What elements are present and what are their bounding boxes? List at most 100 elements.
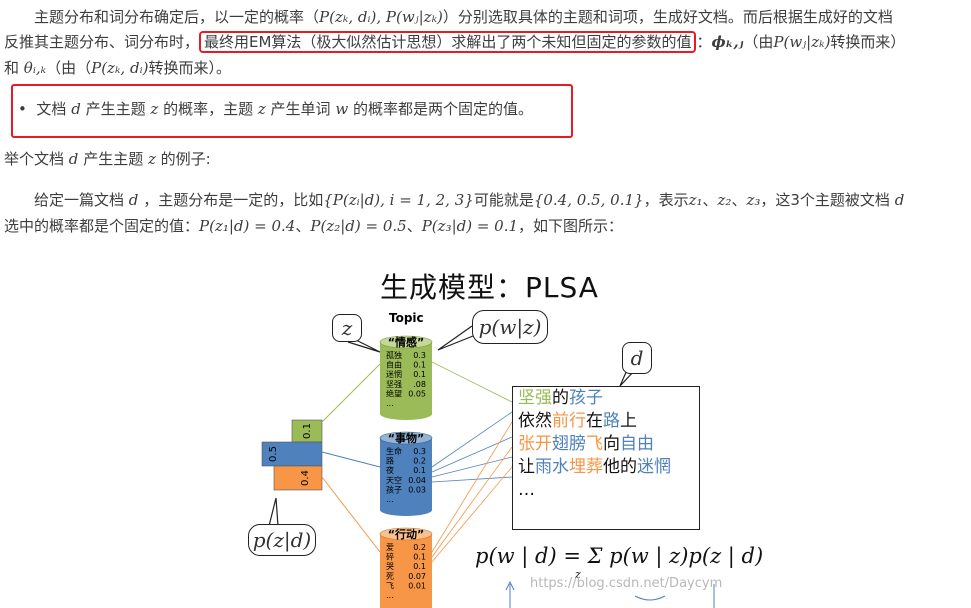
topic-word: 路 <box>386 456 394 466</box>
bar-label-3: 0.4 <box>300 470 311 486</box>
topic-cylinder-2 <box>379 431 433 516</box>
topic-word: 哭 <box>386 562 394 571</box>
topic-word-prob: 0.1 <box>413 466 426 475</box>
math: P(z₃|d) = 0.1 <box>421 217 519 235</box>
topic-word: 自由 <box>386 360 402 370</box>
topic-word: 碎 <box>386 552 394 562</box>
math: P(z₂|d) = 0.5 <box>310 217 407 235</box>
text: 的例子: <box>160 150 211 168</box>
document-word: 坚强 <box>518 388 552 408</box>
topic-word: 天空 <box>386 475 402 485</box>
formula-sum-subscript: z <box>575 568 581 581</box>
math: z <box>257 100 266 118</box>
callout-p-z-given-d: p(z|d) <box>248 524 316 556</box>
topic-word-prob: 0.1 <box>413 370 426 379</box>
text: ： <box>696 33 712 51</box>
math: z <box>147 150 156 168</box>
topic-word: ... <box>386 495 394 504</box>
math: z₂ <box>717 191 732 209</box>
callout-d: d <box>622 342 652 374</box>
text: 、 <box>731 191 747 209</box>
math: {0.4, 0.5, 0.1} <box>533 191 644 209</box>
document-word: 翅膀 <box>552 434 586 454</box>
document-word: 雨水 <box>535 457 569 477</box>
topic-word-prob: 0.03 <box>408 485 426 494</box>
callout-p-w-given-z: p(w|z) <box>472 310 548 344</box>
topic-word-prob: 0.05 <box>408 389 426 398</box>
highlighted-text: 最终用EM算法（极大似然估计思想）求解出了两个未知但固定的参数的值 <box>199 31 697 53</box>
topic-word-prob: 0.3 <box>413 447 426 456</box>
text: 的概率，主题 <box>163 100 254 118</box>
math: z₃ <box>746 191 761 209</box>
topic-word: 死 <box>386 572 394 581</box>
text: 主题分布和词分布确定后，以一定的概率（ <box>34 8 320 26</box>
document-box: 坚强的孩子依然前行在路上张开翅膀飞向自由让雨水埋葬他的迷惘… <box>512 386 700 530</box>
watermark: https://blog.csdn.net/Daycym <box>530 576 723 591</box>
topic-word: 夜 <box>386 465 394 475</box>
document-word: 上 <box>620 411 637 431</box>
document-word: 依然 <box>518 411 552 431</box>
paragraph-1-line-2: 反推其主题分布、词分布时，最终用EM算法（极大似然估计思想）求解出了两个未知但固… <box>4 27 905 57</box>
text: 文档 <box>36 100 67 118</box>
topic-word: 坚强 <box>386 380 402 389</box>
text: 转换而来） <box>830 33 906 51</box>
topic-word: 孤独 <box>386 350 402 360</box>
paragraph-1-line-1: 主题分布和词分布确定后，以一定的概率（P(zₖ, dᵢ), P(wⱼ|zₖ)）分… <box>34 2 893 32</box>
topic-word-prob: 0.1 <box>413 361 426 370</box>
topic-word: 飞 <box>386 581 394 590</box>
document-word: 张开 <box>518 434 552 454</box>
text: ，这3个主题被文档 <box>760 191 890 209</box>
paragraph-2-line-2: 选中的概率都是个固定的值：P(z₁|d) = 0.4、P(z₂|d) = 0.5… <box>4 211 623 241</box>
topic-header: Topic <box>389 311 424 325</box>
text: 举个文档 <box>4 150 65 168</box>
topic-word-prob: 0.04 <box>408 476 426 485</box>
document-line: … <box>513 479 699 502</box>
bullet-item: • 文档 d 产生主题 z 的概率，主题 z 产生单词 w 的概率都是两个固定的… <box>18 94 533 124</box>
text: 的概率都是两个固定的值。 <box>352 100 533 118</box>
topic-word: ... <box>386 399 394 408</box>
bullet-dot: • <box>18 100 37 118</box>
math: d <box>128 191 139 209</box>
math: P(z₁|d) = 0.4 <box>199 217 296 235</box>
document-word: 孩子 <box>569 388 603 408</box>
plsa-formula: p(w | d) = Σ p(w | z)p(z | d) z <box>475 544 763 581</box>
document-word: … <box>518 480 535 500</box>
math: w <box>335 100 349 118</box>
paragraph-2-line-1: 给定一篇文档 d ，主题分布是一定的，比如{P(zᵢ|d), i = 1, 2,… <box>34 185 904 215</box>
document-word: 在 <box>586 411 603 431</box>
math: P(zₖ, dᵢ) <box>91 59 149 77</box>
math: d <box>68 150 79 168</box>
topic-cylinder-1 <box>379 335 433 420</box>
text: 给定一篇文档 <box>34 191 125 209</box>
bar-topic-2 <box>261 441 323 467</box>
document-word: 埋葬 <box>569 457 603 477</box>
text: 和 <box>4 59 20 77</box>
text: ，如下图所示： <box>518 217 624 235</box>
math: P(zₖ, dᵢ), P(wⱼ|zₖ) <box>319 8 443 26</box>
text: ，表示 <box>643 191 689 209</box>
topic-name-3: “行动” <box>388 527 424 541</box>
topic-word-prob: 0.1 <box>413 562 426 571</box>
topic-word-prob: 0.2 <box>413 543 426 552</box>
document-word: 向 <box>603 434 620 454</box>
document-word: 的 <box>552 388 569 408</box>
document-line: 坚强的孩子 <box>513 387 699 410</box>
document-word: 迷惘 <box>637 457 671 477</box>
document-word: 飞 <box>586 434 603 454</box>
bar-label-2: 0.5 <box>268 446 279 462</box>
text: （由 <box>743 33 774 51</box>
topic-word: 孩子 <box>386 484 402 494</box>
highlight-box-bullet <box>11 84 573 138</box>
math: θᵢ,ₖ <box>23 59 47 77</box>
text: 产生单词 <box>270 100 331 118</box>
text: 产生主题 <box>83 150 144 168</box>
math: d <box>71 100 81 118</box>
text: （由（ <box>46 59 92 77</box>
topic-word-prob: .08 <box>413 380 426 389</box>
figure-title: 生成模型：PLSA <box>380 271 599 304</box>
topic-name-2: “事物” <box>388 431 424 445</box>
text: 、 <box>406 217 422 235</box>
document-line: 依然前行在路上 <box>513 410 699 433</box>
